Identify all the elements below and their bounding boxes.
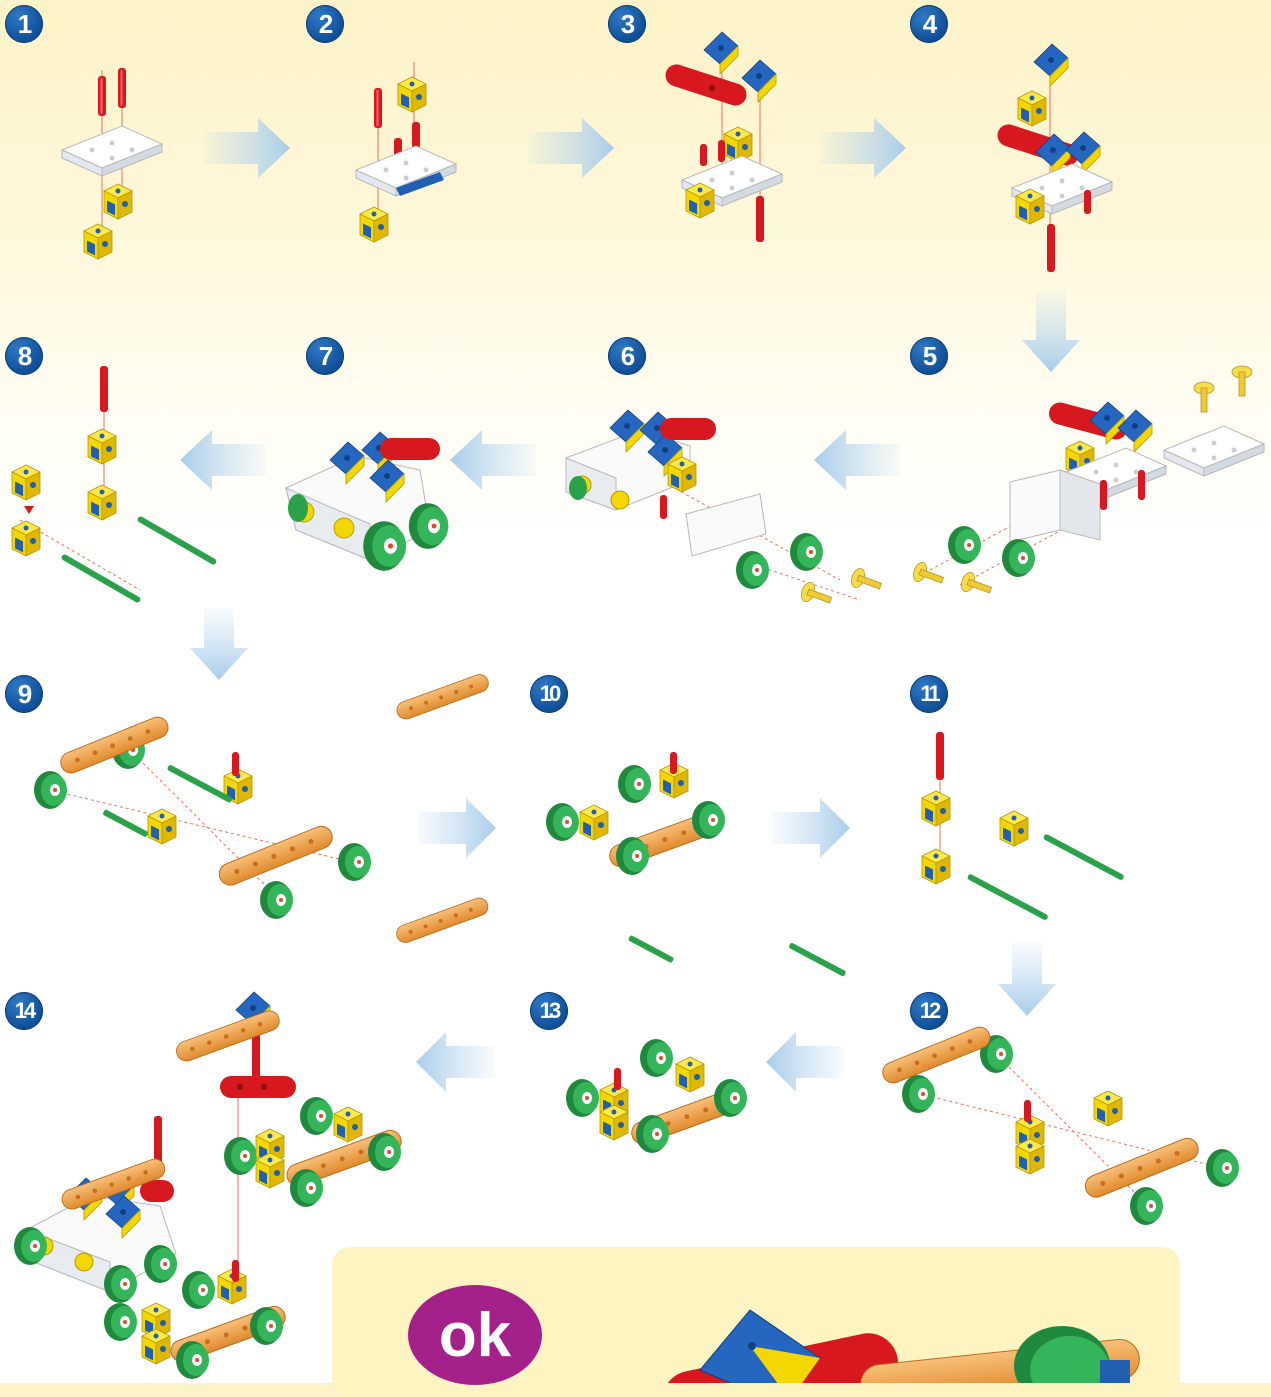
step-12-illustration: [628, 935, 1239, 1225]
step-3-illustration: [663, 32, 782, 242]
arrow-12-to-13: [766, 1032, 844, 1092]
final-model-illustration: [656, 1310, 1141, 1383]
step-7-illustration: [286, 432, 448, 571]
step-4-illustration: [995, 44, 1112, 272]
arrow-11-to-12: [998, 942, 1056, 1016]
arrow-5-to-6: [814, 430, 900, 490]
ok-badge: ok: [408, 1285, 542, 1385]
step-11-illustration: [922, 732, 1125, 921]
arrow-8-to-9: [190, 608, 248, 680]
step-2-illustration: [356, 62, 456, 242]
arrow-2-to-3: [528, 118, 614, 178]
step-5-illustration: [911, 366, 1264, 600]
arrow-1-to-2: [204, 118, 290, 178]
arrow-9-to-10: [418, 798, 496, 858]
step-10-illustration: [395, 672, 727, 875]
step-8-illustration: [12, 366, 217, 604]
arrow-10-to-11: [772, 798, 850, 858]
arrow-3-to-4: [820, 118, 906, 178]
step-1-illustration: [62, 68, 162, 259]
step-9-illustration: [34, 714, 371, 919]
arrow-13-to-14: [416, 1032, 494, 1092]
step-13-illustration: [394, 896, 749, 1153]
arrow-6-to-7: [450, 430, 536, 490]
arrow-4-to-5: [1022, 292, 1080, 372]
arrow-7-to-8: [180, 430, 266, 490]
step-14-illustration: [14, 992, 404, 1379]
